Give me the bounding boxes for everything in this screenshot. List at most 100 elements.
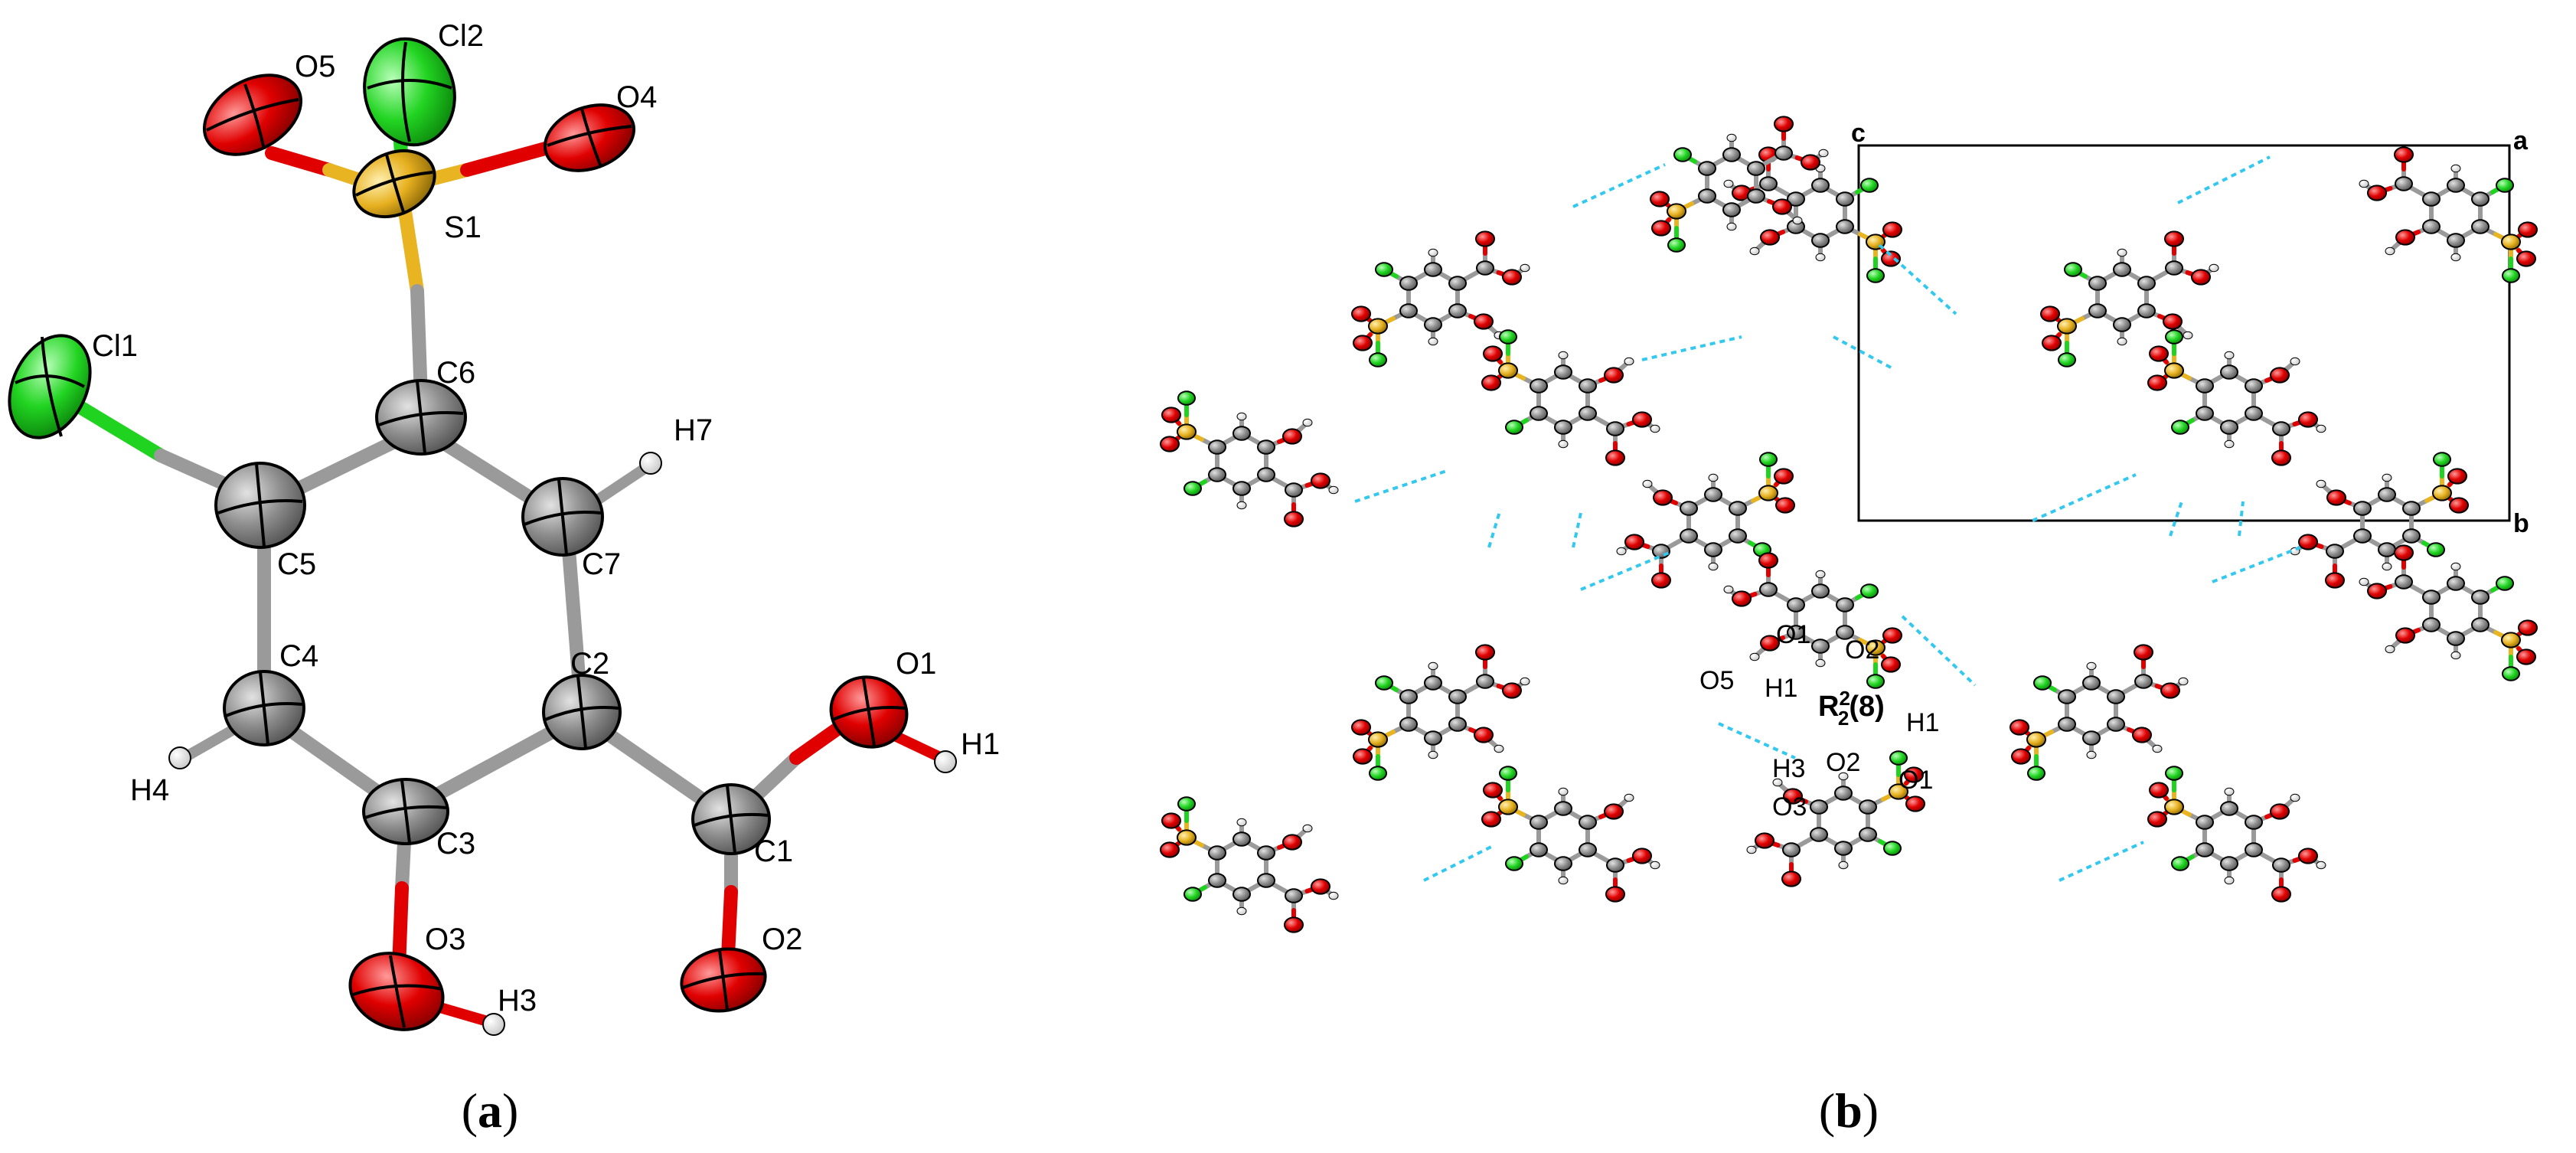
packing-atom-o	[2149, 782, 2169, 799]
packing-atom-o	[2270, 367, 2290, 384]
packing-atom-o	[2147, 374, 2167, 391]
cell-axis-c: c	[1851, 119, 1866, 148]
packing-atom-cl	[2171, 420, 2189, 435]
packing-atom-c	[1208, 873, 1226, 888]
packing-atom-c	[1811, 178, 1830, 193]
packing-atom-c	[1704, 487, 1722, 502]
packing-atom-c	[2422, 219, 2441, 234]
atom-C7	[521, 477, 604, 557]
packing-molecule	[2359, 146, 2538, 283]
packing-atom-c	[1448, 303, 1467, 318]
packing-atom-c	[1722, 202, 1741, 217]
label-O2: O2	[762, 923, 802, 956]
packing-atom-c	[2058, 689, 2076, 704]
packing-atom-c	[1285, 888, 1303, 903]
packing-atom-c	[2058, 717, 2076, 732]
packing-atom-c	[2137, 276, 2156, 291]
packing-atom-o	[2149, 345, 2169, 362]
atom-C1	[691, 783, 771, 855]
packing-atom-cl	[1667, 237, 1686, 253]
packing-atom-c	[1257, 873, 1275, 888]
packing-atom-cl	[2502, 666, 2520, 681]
packing-atom-cl	[1759, 452, 1778, 467]
packing-atom-s	[1498, 799, 1518, 815]
packing-atom-c	[1208, 845, 1226, 861]
packing-atom-h	[1558, 351, 1569, 360]
packing-atom-cl	[2433, 452, 2451, 467]
packing-molecule	[1616, 452, 1795, 589]
packing-atom-c	[1698, 161, 1716, 176]
packing-atom-s	[1866, 639, 1885, 656]
packing-atom-s	[1889, 783, 1908, 800]
packing-atom-c	[2471, 590, 2489, 605]
atom-Cl2	[363, 37, 456, 147]
packing-atom-o	[1353, 748, 1373, 765]
packing-atom-c	[2107, 689, 2125, 704]
packing-atom-s	[2026, 731, 2046, 748]
packing-atom-h	[1708, 473, 1719, 482]
packing-atom-c	[2220, 856, 2238, 871]
packing-atom-c	[1579, 378, 1597, 394]
packing-atom-h	[1726, 133, 1737, 142]
packing-atom-o	[1732, 590, 1752, 607]
packing-atom-c	[1722, 147, 1741, 162]
packing-atom-o	[1502, 682, 1522, 699]
label-b-H3: H3	[1772, 754, 1805, 783]
packing-atom-h	[1558, 876, 1569, 885]
packing-atom-s	[1498, 362, 1518, 379]
packing-atom-c	[1704, 542, 1722, 557]
label-H4: H4	[130, 773, 169, 807]
packing-atom-h	[1708, 562, 1719, 571]
packing-atom-c	[1257, 439, 1275, 455]
packing-atom-s	[2501, 234, 2521, 250]
packing-atom-cl	[1184, 481, 1202, 496]
packing-atom-c	[2245, 378, 2263, 394]
packing-atom-cl	[1184, 887, 1202, 902]
packing-atom-s	[1177, 423, 1197, 440]
packing-atom-c	[1399, 276, 1418, 291]
atom-C5	[214, 462, 306, 549]
packing-atom-c	[1448, 689, 1467, 704]
packing-atom-o	[1604, 367, 1624, 384]
atom-C2	[542, 674, 622, 750]
packing-atom-c	[2353, 501, 2372, 516]
packing-atom-o	[1905, 795, 1925, 812]
packing-atom-c	[2196, 406, 2214, 421]
packing-atom-o	[2447, 468, 2467, 485]
packing-atom-o	[1475, 230, 1495, 247]
packing-molecule	[1351, 644, 1530, 781]
packing-atom-h	[1818, 149, 1829, 158]
packing-atom-o	[1624, 534, 1644, 550]
panel-b-packing: c a b O1 O2	[1160, 116, 2538, 1138]
packing-atom-c	[2165, 260, 2183, 276]
packing-atom-h	[1815, 658, 1826, 668]
packing-atom-h	[2290, 357, 2300, 366]
packing-atom-h	[1428, 750, 1438, 759]
packing-atom-c	[2447, 233, 2465, 248]
packing-atom-h	[2224, 787, 2235, 796]
packing-atom-c	[2088, 276, 2107, 291]
packing-atom-cl	[1860, 178, 1879, 193]
packing-atom-h	[1236, 818, 1247, 827]
packing-atom-o	[1760, 635, 1780, 652]
packing-atom-cl	[1369, 766, 1387, 781]
packing-atom-h	[2450, 651, 2461, 660]
packing-atom-o	[1651, 572, 1671, 589]
packing-atom-c	[2402, 528, 2421, 544]
packing-atom-cl	[2496, 576, 2514, 591]
packing-atom-c	[1554, 364, 1572, 380]
atom-S1	[352, 149, 436, 219]
label-O5: O5	[295, 50, 335, 83]
packing-atom-c	[1257, 467, 1275, 482]
packing-atom-o	[1353, 335, 1373, 351]
packing-atom-c	[1811, 233, 1830, 248]
packing-atom-o	[1632, 411, 1652, 428]
packing-atom-c	[2196, 815, 2214, 830]
cell-axis-a: a	[2513, 126, 2529, 155]
packing-atom-c	[1530, 378, 1548, 394]
packing-atom-o	[1801, 154, 1820, 171]
packing-atom-h	[2450, 253, 2461, 262]
label-Cl1: Cl1	[92, 329, 138, 363]
